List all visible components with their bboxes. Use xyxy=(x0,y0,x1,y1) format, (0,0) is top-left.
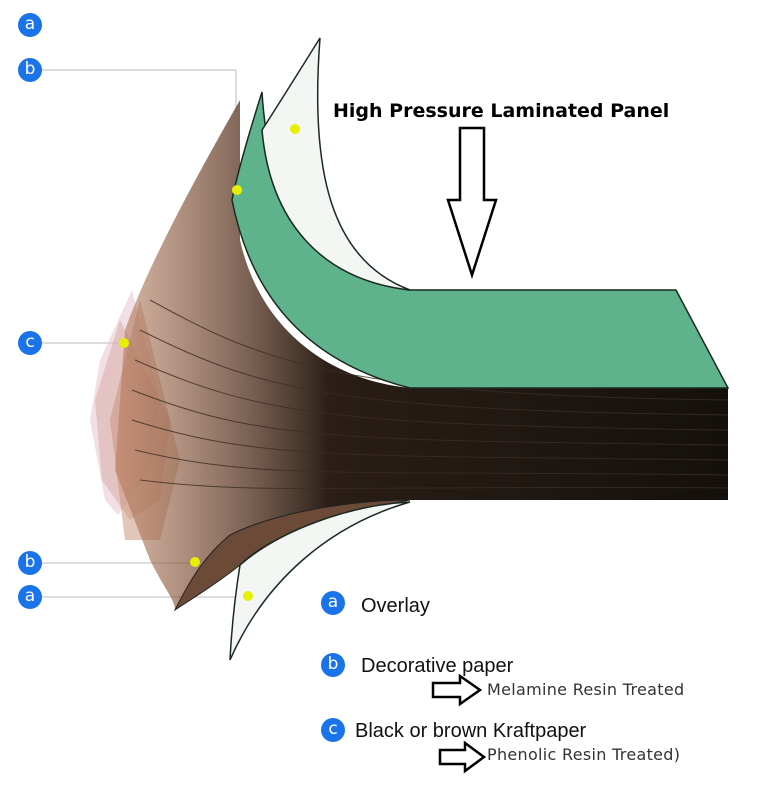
legend-melamine-text: Melamine Resin Treated xyxy=(487,680,685,699)
legend-phenolic-text: Phenolic Resin Treated) xyxy=(487,745,681,764)
overlay-layer-top xyxy=(261,37,411,291)
decorative-layer-bottom xyxy=(173,499,411,612)
legend-decorative-label: Decorative paper xyxy=(361,655,514,677)
legend-overlay-label: Overlay xyxy=(361,595,430,617)
badge-b-bottom: b xyxy=(18,551,42,575)
overlay-layer-bottom xyxy=(229,501,411,661)
badge-b-top: b xyxy=(18,58,42,82)
marker-dot-overlay-bottom xyxy=(243,591,253,601)
marker-dot-overlay-top xyxy=(290,124,300,134)
legend-badge-a: a xyxy=(321,591,345,615)
kraft-core-stack xyxy=(115,100,728,610)
melamine-arrow-icon xyxy=(431,673,483,707)
marker-dot-decorative-top xyxy=(232,185,242,195)
badge-c: c xyxy=(18,331,42,355)
marker-dot-kraft xyxy=(119,338,129,348)
marker-dots xyxy=(119,124,300,601)
diagram-title: High Pressure Laminated Panel xyxy=(333,100,670,122)
phenolic-arrow-icon xyxy=(438,740,487,774)
legend-badge-b: b xyxy=(321,653,345,677)
marker-dot-decorative-bottom xyxy=(190,557,200,567)
badge-a-bottom: a xyxy=(18,585,42,609)
pressure-arrow xyxy=(446,126,498,280)
badge-a-top: a xyxy=(18,13,42,37)
kraft-layer-lines xyxy=(131,299,729,490)
legend-kraft-label: Black or brown Kraftpaper xyxy=(355,720,587,742)
legend-badge-c: c xyxy=(321,718,345,742)
